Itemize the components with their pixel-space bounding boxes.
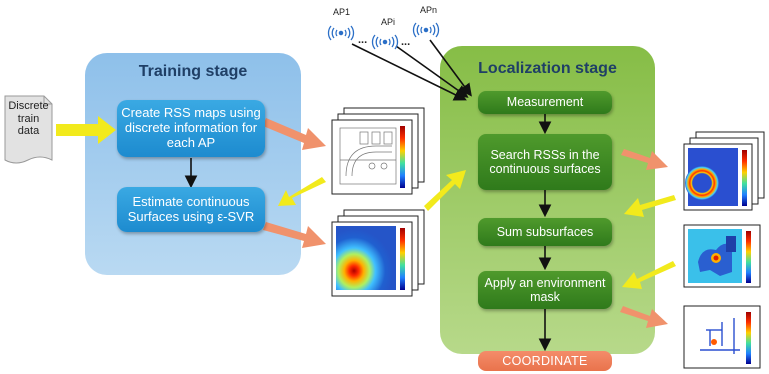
input-line1: Discrete [8,100,49,112]
api-label: APi [381,17,396,27]
training-stage-panel [85,53,301,275]
sum-subsurfaces-box: Sum subsurfaces [478,218,612,246]
sum-result-plot [683,224,761,288]
estimate-surfaces-box: Estimate continuous Surfaces using ε-SVR [117,187,265,232]
masked-result-plot [683,305,761,369]
apn-label: APn [420,5,438,15]
rss-map-stack [331,107,425,195]
ellipsis-left: ... [358,34,368,46]
apply-mask-box: Apply an environment mask [478,271,612,309]
measurement-box: Measurement [478,91,612,114]
wifi-icon [327,22,440,50]
continuous-surface-stack [331,209,425,297]
coordinate-output-box: COORDINATE [478,351,612,371]
document-icon [4,95,53,164]
localization-stage-title: Localization stage [478,60,617,77]
discrete-train-data-label: Discrete train data [5,100,52,138]
input-line2: train [17,112,40,125]
training-stage-title: Training stage [138,63,248,80]
search-rss-box: Search RSSs in the continuous surfaces [478,134,612,190]
ellipsis-right: ... [401,36,411,48]
create-rss-maps-box: Create RSS maps using discrete informati… [117,100,265,157]
search-result-plot [683,131,765,211]
ap1-label: AP1 [333,7,351,17]
yellow-arrow [56,116,676,289]
input-line3: data [17,125,40,138]
orange-arrow [263,118,668,328]
flow-arrow [184,39,552,352]
